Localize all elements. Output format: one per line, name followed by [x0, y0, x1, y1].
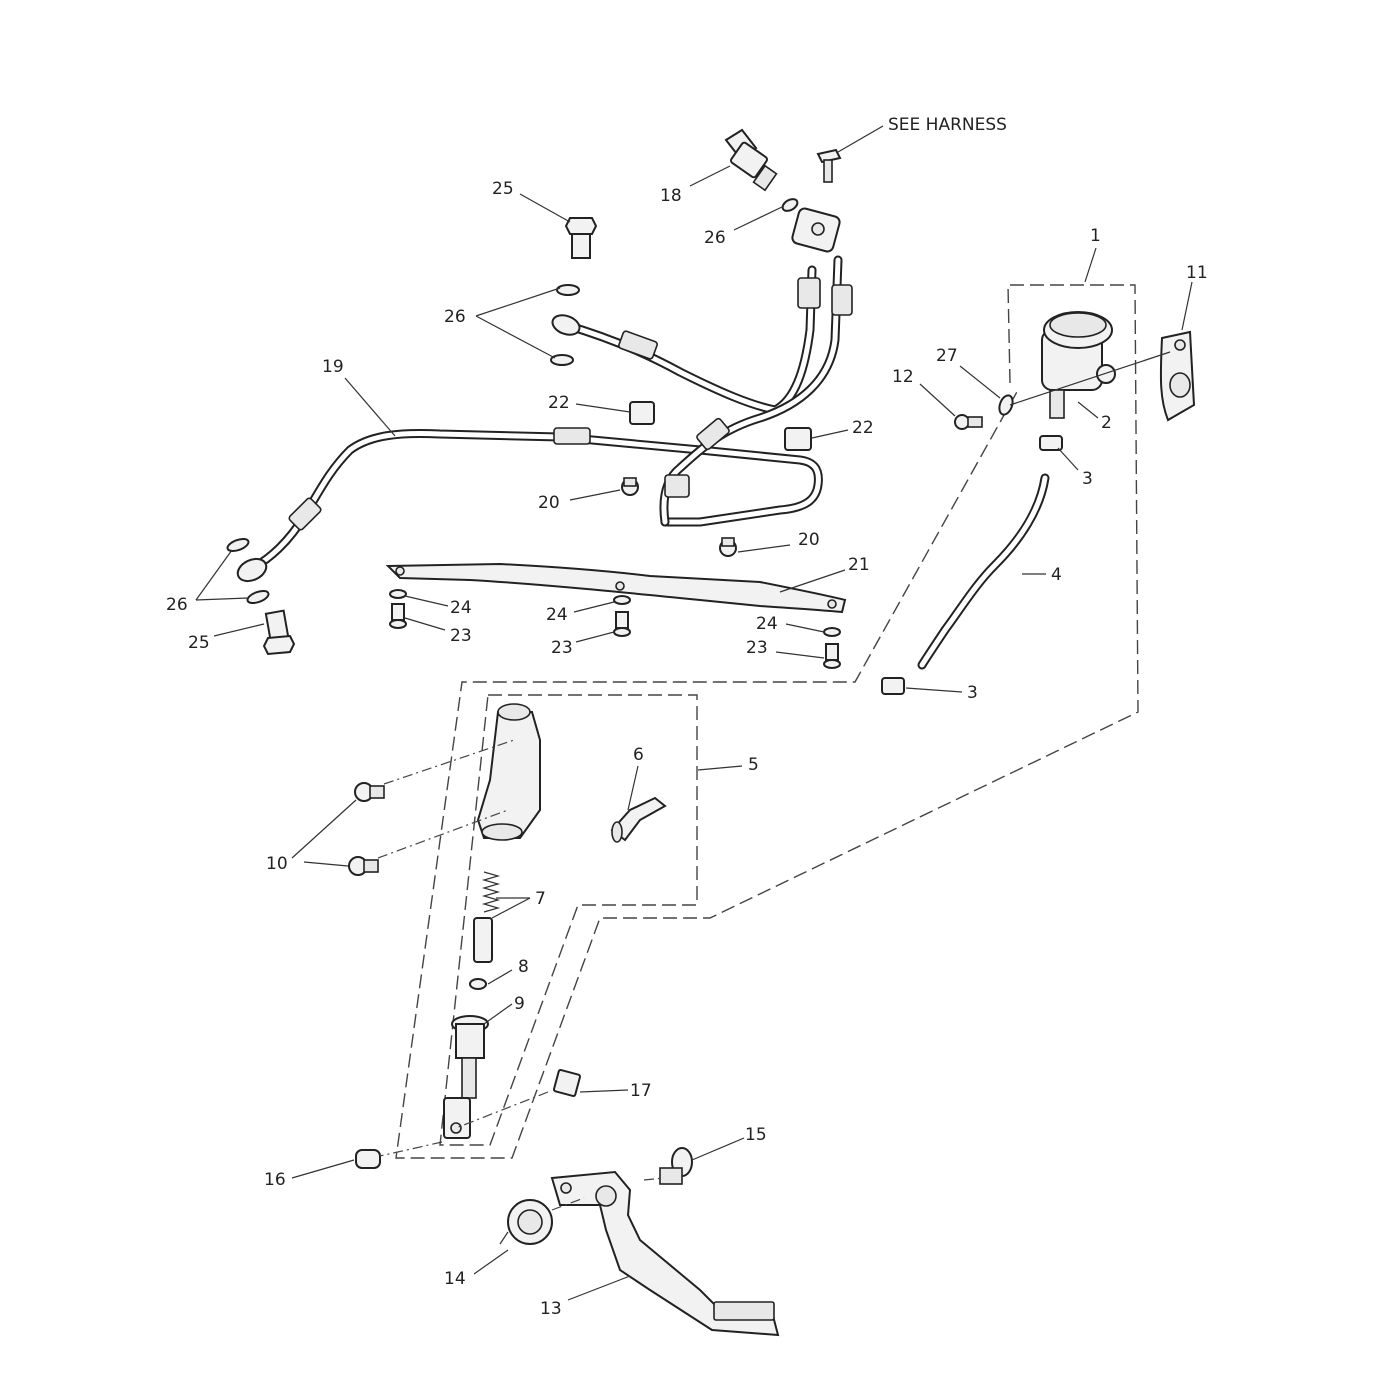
label-23-b: 23 [551, 638, 573, 658]
reservoir-2 [1041, 311, 1116, 419]
leader-lines [195, 125, 1193, 1301]
pivot-15 [659, 1147, 693, 1185]
label-15: 15 [745, 1125, 767, 1145]
oring-8 [469, 978, 487, 990]
label-7: 7 [535, 889, 546, 909]
master-cylinder-body [476, 703, 541, 841]
spring-14 [499, 1199, 553, 1245]
label-26-c: 26 [166, 595, 188, 615]
label-2: 2 [1101, 413, 1112, 433]
label-25-b: 25 [188, 633, 210, 653]
label-14: 14 [444, 1269, 466, 1289]
label-22-b: 22 [852, 418, 874, 438]
pin-16 [355, 1149, 381, 1169]
washers-26 [226, 198, 799, 605]
brake-hose-19 [236, 427, 823, 583]
grommet-27-screw-12 [954, 394, 1014, 430]
elbow-6 [610, 796, 667, 843]
bolts-10 [348, 782, 385, 876]
assembly-outline-5 [439, 694, 698, 1146]
label-11: 11 [1186, 263, 1208, 283]
label-25-a: 25 [492, 179, 514, 199]
banjo-bolt-25-lower [262, 609, 296, 656]
assembly-outline-1 [395, 284, 1139, 1159]
label-1: 1 [1090, 226, 1101, 246]
label-26-b: 26 [444, 307, 466, 327]
label-8: 8 [518, 957, 529, 977]
bolts-20 [621, 477, 737, 557]
guard-21 [385, 562, 847, 614]
label-17: 17 [630, 1081, 652, 1101]
callout-labels: SEE HARNESS 18 26 25 26 19 22 22 20 20 2… [166, 115, 1208, 1319]
harness-bolt [816, 148, 842, 183]
label-3-a: 3 [1082, 469, 1093, 489]
label-24-b: 24 [546, 605, 568, 625]
label-26-a: 26 [704, 228, 726, 248]
clips-22 [629, 401, 812, 451]
screws-23-24 [389, 589, 841, 669]
label-19: 19 [322, 357, 344, 377]
label-6: 6 [633, 745, 644, 765]
brake-hose-upper [551, 207, 853, 527]
label-12: 12 [892, 367, 914, 387]
label-13: 13 [540, 1299, 562, 1319]
label-23-c: 23 [746, 638, 768, 658]
brake-pedal-13 [550, 1170, 780, 1337]
label-4: 4 [1051, 565, 1062, 585]
label-27: 27 [936, 346, 958, 366]
label-16: 16 [264, 1170, 286, 1190]
label-24-a: 24 [450, 598, 472, 618]
spring-7-piston [473, 871, 501, 963]
label-20-b: 20 [798, 530, 820, 550]
hose-4-clips-3 [881, 435, 1063, 695]
label-18: 18 [660, 186, 682, 206]
label-24-c: 24 [756, 614, 778, 634]
label-10: 10 [266, 854, 288, 874]
label-21: 21 [848, 555, 870, 575]
banjo-bolt-25-upper [564, 217, 598, 259]
label-3-b: 3 [967, 683, 978, 703]
clip-17 [552, 1068, 582, 1098]
label-22-a: 22 [548, 393, 570, 413]
note-see-harness: SEE HARNESS [888, 115, 1007, 135]
label-5: 5 [748, 755, 759, 775]
label-20-a: 20 [538, 493, 560, 513]
label-23-a: 23 [450, 626, 472, 646]
bracket-11 [1159, 330, 1196, 422]
label-9: 9 [514, 994, 525, 1014]
pressure-switch-18 [724, 128, 778, 192]
pushrod-9 [443, 1015, 489, 1139]
